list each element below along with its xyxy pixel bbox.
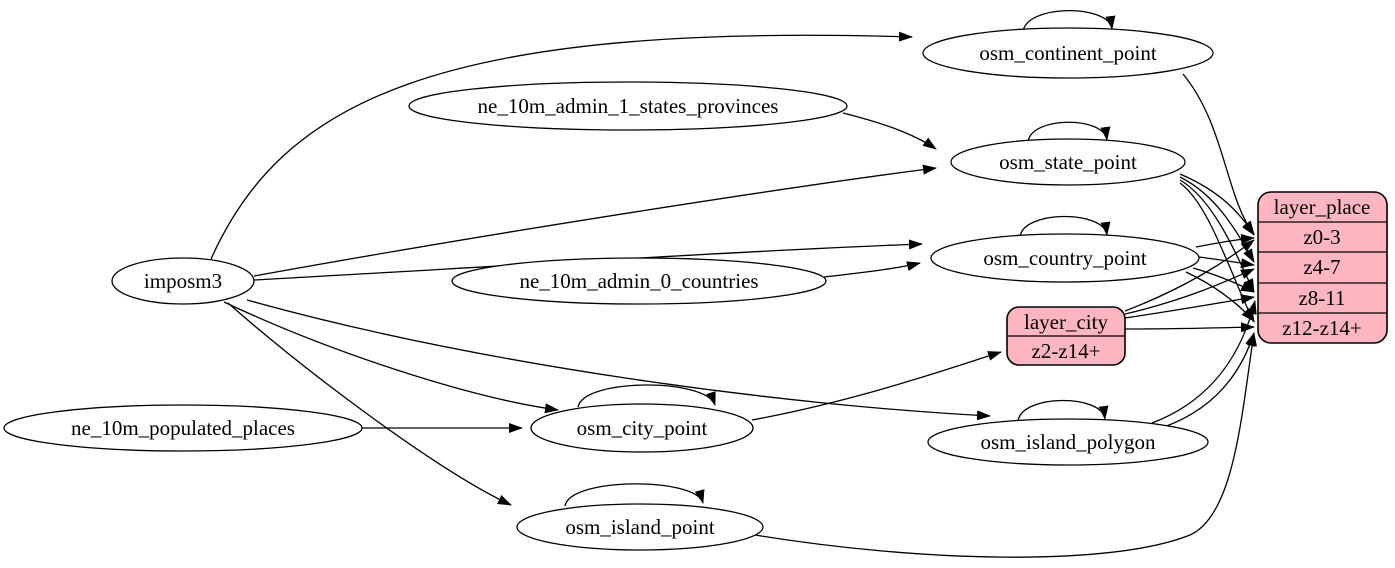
- node-osm-island-polygon-label: osm_island_polygon: [980, 430, 1156, 454]
- node-osm-island-polygon-shape: [927, 418, 1209, 466]
- node-osm-country-point: osm_country_point: [930, 233, 1200, 283]
- edge-imposm3-to-osm-island-polygon: [246, 299, 991, 421]
- edge-osm-state-point-to-layer-place-z12-z14: [1179, 182, 1255, 323]
- edge-layer-city-to-layer-place-z12-z14: [1124, 322, 1255, 333]
- node-osm-island-point-label: osm_island_point: [565, 515, 715, 539]
- node-osm-continent-point: osm_continent_point: [922, 27, 1214, 79]
- edge-osm-island-polygon-to-layer-place-z12-z14: [1163, 332, 1255, 428]
- self-loop-osm-country-point: [1019, 215, 1111, 238]
- node-osm-continent-point-shape: [922, 27, 1214, 79]
- node-layer-place-title: layer_place: [1274, 195, 1371, 219]
- node-ne-10m-admin-1-states-provinces: ne_10m_admin_1_states_provinces: [408, 81, 848, 131]
- node-ne-10m-admin-1-shape: [408, 81, 848, 131]
- edge-osm-country-point-to-layer-place-z8-11: [1192, 267, 1255, 293]
- self-loop-osm-continent-point: [1022, 9, 1116, 33]
- node-imposm3-shape: [111, 257, 255, 305]
- node-osm-state-point-label: osm_state_point: [999, 150, 1137, 174]
- edge-layer-city-to-layer-place-z8-11: [1124, 294, 1255, 319]
- edge-ne-10m-admin-1-to-osm-state-point: [842, 112, 937, 150]
- edge-osm-country-point-to-layer-place-z12-z14: [1185, 271, 1255, 322]
- self-loop-osm-state-point: [1027, 121, 1111, 143]
- edge-imposm3-to-osm-island-point: [227, 302, 512, 506]
- node-layer-city: layer_city z2-z14+: [1006, 306, 1126, 366]
- layer-place-row-z12-z14: z12-z14+: [1282, 316, 1361, 340]
- edge-osm-island-polygon-to-layer-place-z8-11: [1151, 300, 1257, 424]
- self-loop-osm-island-polygon: [1017, 399, 1109, 422]
- node-ne-10m-populated-places: ne_10m_populated_places: [3, 404, 363, 452]
- node-osm-country-point-label: osm_country_point: [983, 246, 1146, 270]
- node-imposm3-label: imposm3: [144, 269, 222, 293]
- node-osm-island-point: osm_island_point: [516, 503, 764, 551]
- layer-place-row-z4-7: z4-7: [1303, 255, 1340, 279]
- node-osm-state-point-shape: [950, 138, 1186, 186]
- node-imposm3: imposm3: [111, 257, 255, 305]
- node-osm-island-point-shape: [516, 503, 764, 551]
- node-osm-city-point-shape: [530, 403, 754, 453]
- node-ne-10m-admin-0-shape: [451, 257, 827, 305]
- self-loop-osm-island-point: [564, 483, 705, 507]
- layer-place-row-z8-11: z8-11: [1298, 286, 1345, 310]
- node-osm-country-point-shape: [930, 233, 1200, 283]
- edge-osm-state-point-to-layer-place-z4-7: [1179, 176, 1255, 263]
- node-osm-continent-point-label: osm_continent_point: [979, 41, 1156, 65]
- layer-city-row-z2-z14: z2-z14+: [1032, 339, 1101, 363]
- layer-place-row-z0-3: z0-3: [1303, 225, 1340, 249]
- node-ne-10m-populated-places-shape: [3, 404, 363, 452]
- edge-osm-state-point-to-layer-place-z8-11: [1179, 179, 1255, 293]
- edge-osm-state-point-to-layer-place-z0-3: [1179, 173, 1255, 235]
- edge-osm-continent-point-to-layer-place-z0-3: [1182, 73, 1255, 236]
- node-layer-place-shape: [1257, 191, 1388, 344]
- node-osm-island-polygon: osm_island_polygon: [927, 418, 1209, 466]
- edge-imposm3-to-osm-city-point: [223, 301, 559, 414]
- node-osm-city-point-label: osm_city_point: [577, 416, 708, 440]
- edge-osm-city-point-to-layer-city-z2-z14: [751, 351, 1002, 421]
- edge-ne-10m-admin-0-to-osm-country-point: [823, 261, 921, 278]
- edge-layer-city-to-layer-place-z0-3: [1124, 239, 1255, 312]
- edge-group: [210, 9, 1257, 558]
- node-ne-10m-admin-0-countries: ne_10m_admin_0_countries: [451, 257, 827, 305]
- edge-layer-city-to-layer-place-z4-7: [1124, 268, 1255, 315]
- self-loop-osm-city-point: [577, 384, 716, 408]
- edge-imposm3-to-osm-continent-point: [210, 31, 913, 260]
- node-ne-10m-populated-places-label: ne_10m_populated_places: [71, 416, 295, 440]
- node-osm-state-point: osm_state_point: [950, 138, 1186, 186]
- edge-osm-island-point-to-layer-place-z12-z14: [754, 332, 1257, 558]
- edge-imposm3-to-osm-state-point: [253, 164, 937, 277]
- node-ne-10m-admin-0-label: ne_10m_admin_0_countries: [519, 269, 758, 293]
- node-ne-10m-admin-1-label: ne_10m_admin_1_states_provinces: [478, 94, 779, 118]
- node-osm-city-point: osm_city_point: [530, 403, 754, 453]
- node-layer-place: layer_place z0-3 z4-7 z8-11 z12-z14+: [1257, 191, 1388, 344]
- node-layer-city-title: layer_city: [1024, 310, 1108, 334]
- edge-osm-country-point-to-layer-place-z4-7: [1198, 256, 1255, 269]
